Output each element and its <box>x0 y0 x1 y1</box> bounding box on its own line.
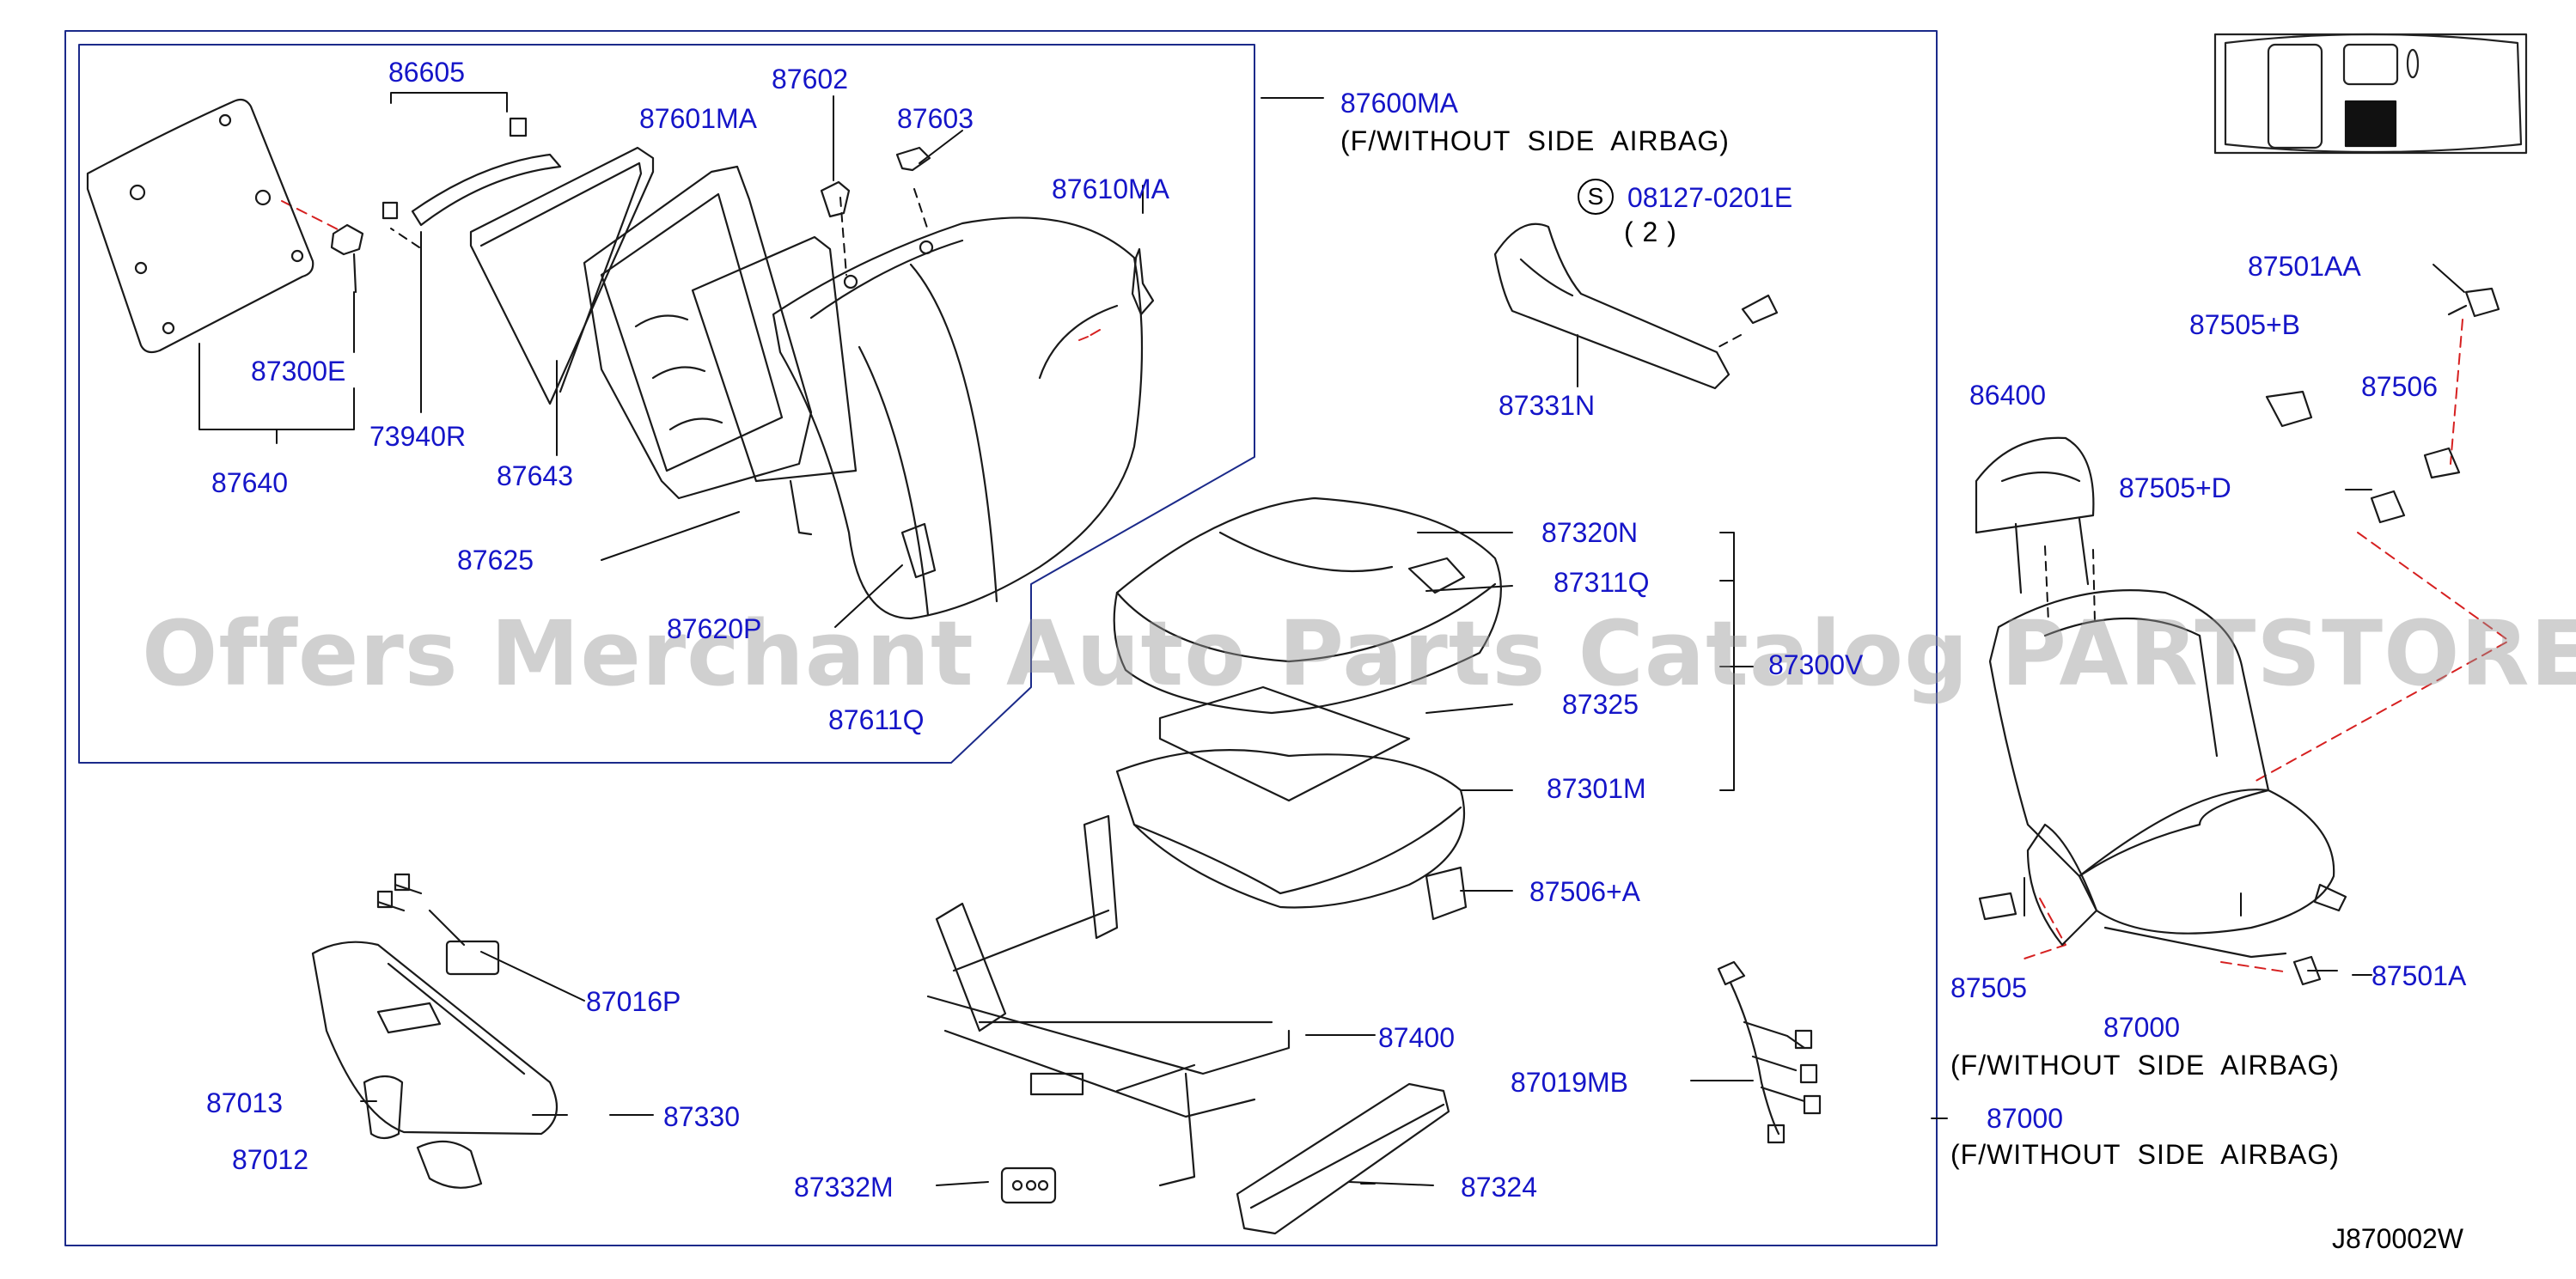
side-finisher-87330 <box>311 941 559 1136</box>
label-87505B[interactable]: 87505+B <box>2189 309 2301 340</box>
bolt-87501A <box>2292 955 2322 986</box>
label-87000-complete[interactable]: 87000 <box>1987 1103 2063 1134</box>
note-assembly: (F/WITHOUT SIDE AIRBAG) <box>1950 1050 2340 1081</box>
label-87501A[interactable]: 87501A <box>2372 960 2467 991</box>
knob-87013 <box>363 1075 404 1140</box>
clip-87300E <box>330 223 364 294</box>
label-87016P[interactable]: 87016P <box>586 986 681 1017</box>
label-87610MA[interactable]: 87610MA <box>1052 174 1169 204</box>
leader-lines <box>198 92 2465 1186</box>
car-locator-icon <box>2213 33 2528 155</box>
switch-87332M <box>1000 1166 1057 1204</box>
label-87325[interactable]: 87325 <box>1562 689 1639 720</box>
bracket-87506A <box>1425 866 1468 921</box>
label-87332M[interactable]: 87332M <box>794 1172 894 1203</box>
clip-87602 <box>820 180 851 218</box>
board-87643 <box>469 146 655 405</box>
label-08127-0201E[interactable]: 08127-0201E <box>1627 182 1793 213</box>
cap-87505 <box>1978 892 2017 921</box>
cap-87505B <box>2265 390 2313 428</box>
handle-73940R <box>382 117 562 227</box>
label-87012[interactable]: 87012 <box>232 1144 308 1175</box>
diagram-id: J870002W <box>2332 1223 2463 1254</box>
seat-frame-87400 <box>926 814 1291 1187</box>
label-87501AA[interactable]: 87501AA <box>2248 251 2361 282</box>
label-87300E[interactable]: 87300E <box>251 356 346 387</box>
cover-87324 <box>1236 1082 1450 1235</box>
finisher-87331N <box>1493 222 1779 390</box>
complete-seat-87000 <box>1975 436 2347 959</box>
note-screw-qty: ( 2 ) <box>1624 216 1677 247</box>
label-87611Q[interactable]: 87611Q <box>828 704 925 735</box>
bolt-87501AA <box>2447 287 2500 318</box>
label-87330[interactable]: 87330 <box>663 1101 740 1132</box>
label-87603[interactable]: 87603 <box>897 103 974 134</box>
label-87000-seat[interactable]: 87000 <box>2103 1012 2180 1043</box>
label-87505D[interactable]: 87505+D <box>2119 472 2231 503</box>
black-dashed-lines <box>390 188 2096 623</box>
screw-symbol-icon: S <box>1578 179 1614 215</box>
cap-87505D <box>2370 490 2406 524</box>
label-87640[interactable]: 87640 <box>211 467 288 498</box>
seat-cushion <box>1113 496 1502 715</box>
label-87331N[interactable]: 87331N <box>1499 390 1596 421</box>
label-87625[interactable]: 87625 <box>457 545 534 576</box>
label-87324[interactable]: 87324 <box>1461 1172 1537 1203</box>
back-cushion-87620P <box>772 216 1155 620</box>
switch-87016P <box>376 873 500 976</box>
kit-frame <box>78 44 1255 764</box>
label-87601MA[interactable]: 87601MA <box>639 103 757 134</box>
outer-frame <box>64 30 1938 1246</box>
label-87019MB[interactable]: 87019MB <box>1511 1067 1628 1098</box>
bracket-87506 <box>2423 447 2461 479</box>
label-87506[interactable]: 87506 <box>2361 371 2438 402</box>
back-board <box>86 98 314 354</box>
label-87506A[interactable]: 87506+A <box>1529 876 1641 907</box>
label-87013[interactable]: 87013 <box>206 1087 283 1118</box>
label-87505[interactable]: 87505 <box>1950 972 2027 1003</box>
pad-87325 <box>1158 685 1411 802</box>
label-87311Q[interactable]: 87311Q <box>1554 567 1650 598</box>
label-87301M[interactable]: 87301M <box>1547 773 1646 804</box>
red-dashed-lines <box>281 200 2510 973</box>
label-86400[interactable]: 86400 <box>1969 380 2046 411</box>
knob-87012 <box>416 1140 483 1189</box>
label-87400[interactable]: 87400 <box>1378 1022 1455 1053</box>
label-73940R[interactable]: 73940R <box>369 421 467 452</box>
watermark: Offers Merchant Auto Parts Catalog PARTS… <box>142 601 2576 706</box>
pan-87301M <box>1115 749 1466 909</box>
label-86605[interactable]: 86605 <box>388 57 465 88</box>
label-87620P[interactable]: 87620P <box>667 613 762 644</box>
pad-87625 <box>691 235 858 536</box>
label-87320N[interactable]: 87320N <box>1541 517 1639 548</box>
harness-87019MB <box>1717 960 1822 1144</box>
frame-87601MA <box>583 165 813 500</box>
label-87300V[interactable]: 87300V <box>1768 649 1864 680</box>
clip-87603 <box>895 146 931 172</box>
note-kit: (F/WITHOUT SIDE AIRBAG) <box>1340 125 1730 156</box>
label-87602[interactable]: 87602 <box>772 64 848 94</box>
label-87600MA[interactable]: 87600MA <box>1340 88 1458 119</box>
note-complete: (F/WITHOUT SIDE AIRBAG) <box>1950 1139 2340 1170</box>
label-87643[interactable]: 87643 <box>497 460 573 491</box>
